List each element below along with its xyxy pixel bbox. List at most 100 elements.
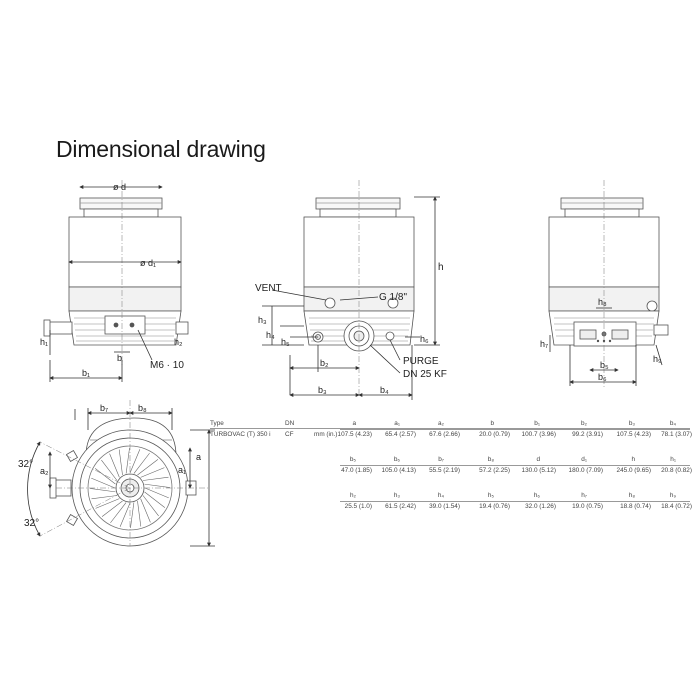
label-a: a xyxy=(196,452,201,462)
table-value: 55.5 (2.19) xyxy=(429,467,460,474)
label-h9: h₉ xyxy=(653,354,662,364)
label-vent: VENT xyxy=(255,283,282,294)
label-b7: b₇ xyxy=(100,403,108,413)
table-value: 67.6 (2.66) xyxy=(429,431,460,438)
label-h5: h₅ xyxy=(281,337,290,347)
label-g18: G 1/8" xyxy=(379,292,407,303)
rotor-blade xyxy=(144,487,169,499)
rear-view-right xyxy=(548,180,669,388)
label-b: b xyxy=(117,353,122,363)
table-symbol: d₁ xyxy=(581,456,587,463)
rotor-blade xyxy=(144,483,171,488)
table-value: 19.4 (0.76) xyxy=(479,503,510,510)
label-b8: b₈ xyxy=(138,403,147,413)
label-b4: b₄ xyxy=(380,385,389,395)
table-symbol: b₂ xyxy=(580,420,587,427)
table-value: 65.4 (2.57) xyxy=(385,431,416,438)
label-dn25: DN 25 KF xyxy=(403,369,447,380)
table-value: 25.5 (1.0) xyxy=(344,503,372,510)
table-symbol: b₈ xyxy=(487,456,494,463)
table-value: 130.0 (5.12) xyxy=(521,467,556,474)
table-value: 61.5 (2.42) xyxy=(385,503,416,510)
label-b1: b₁ xyxy=(82,368,90,378)
table-symbol: h₃ xyxy=(393,492,400,499)
table-symbol: b₆ xyxy=(393,456,400,463)
table-value: 20.0 (0.79) xyxy=(479,431,510,438)
label-32b: 32° xyxy=(24,518,39,529)
table-symbol: h₇ xyxy=(581,492,587,499)
table-value: 180.0 (7.09) xyxy=(568,467,603,474)
label-h3: h₃ xyxy=(258,315,267,325)
table-model-unit: mm (in.) xyxy=(314,431,338,438)
table-symbol: a₂ xyxy=(437,420,444,427)
table-symbol: b₁ xyxy=(534,420,540,427)
table-symbol-row: a a₁ a₂ b b₁ b₂ b₃ b₄ xyxy=(210,420,690,430)
page-title: Dimensional drawing xyxy=(56,136,266,162)
label-b2: b₂ xyxy=(320,358,329,368)
table-value: 18.4 (0.72) xyxy=(661,503,692,510)
rotor-blade xyxy=(91,495,118,500)
table-symbol: b₇ xyxy=(438,456,444,463)
rotor-blade xyxy=(109,453,120,478)
table-value: 107.5 (4.23) xyxy=(337,431,372,438)
rotor-blade xyxy=(101,500,123,517)
table-symbol: h₅ xyxy=(487,492,494,499)
table-symbol: b₄ xyxy=(669,420,676,427)
label-b6: b₆ xyxy=(598,372,607,382)
table-symbol: h₄ xyxy=(437,492,444,499)
table-symbol: a₁ xyxy=(394,420,400,427)
rotor-blade xyxy=(142,476,169,481)
rotor-blade xyxy=(101,459,118,481)
rotor-blade xyxy=(119,502,131,527)
table-symbol: h₈ xyxy=(628,492,635,499)
label-purge: PURGE xyxy=(403,356,439,367)
table-symbol: h₉ xyxy=(669,492,676,499)
table-symbol: b₃ xyxy=(628,420,635,427)
table-row-model: TURBOVAC (T) 350 i CF mm (in.) xyxy=(210,431,690,441)
label-h8: h₈ xyxy=(598,297,607,307)
label-h4: h₄ xyxy=(266,330,275,340)
table-symbol: h xyxy=(631,456,635,463)
rotor-blade xyxy=(125,447,130,474)
rotor-blade xyxy=(137,500,142,527)
top-view xyxy=(27,400,215,547)
table-symbol: a xyxy=(352,420,356,427)
rotor-blade xyxy=(94,468,116,485)
table-value: 245.0 (9.65) xyxy=(616,467,651,474)
rotor-blade xyxy=(110,502,127,524)
rotor-blade xyxy=(133,452,150,474)
rotor-blade xyxy=(140,467,165,478)
table-model-dn: CF xyxy=(285,431,294,438)
table-value-row: 107.5 (4.23) 65.4 (2.57) 67.6 (2.66) 20.0 (… xyxy=(210,431,692,441)
table-model-type: TURBOVAC (T) 350 i xyxy=(210,431,271,438)
label-h1: h₁ xyxy=(40,337,48,347)
label-m6: M6 · 10 xyxy=(150,360,184,371)
table-symbol: b xyxy=(490,420,494,427)
label-od: ø d xyxy=(113,182,126,192)
table-head-dn: DN xyxy=(285,420,295,427)
table-symbol: h₁ xyxy=(670,456,676,463)
table-value: 57.2 (2.25) xyxy=(479,467,510,474)
label-b3: b₃ xyxy=(318,385,327,395)
rotor-blade xyxy=(91,477,116,489)
table-value: 18.8 (0.74) xyxy=(620,503,651,510)
label-h2: h₂ xyxy=(174,337,183,347)
table-value: 107.5 (4.23) xyxy=(616,431,651,438)
rotor-blade xyxy=(140,498,151,523)
table-head: Type DN xyxy=(210,420,690,429)
table-symbol: d xyxy=(536,456,540,463)
table-value: 105.0 (4.13) xyxy=(381,467,416,474)
rotor-blade xyxy=(137,459,159,476)
front-view-center xyxy=(262,180,440,400)
label-od1: ø d₁ xyxy=(140,258,156,268)
rotor-blade xyxy=(89,488,116,493)
table-value: 99.2 (3.91) xyxy=(572,431,603,438)
label-a1: a₁ xyxy=(178,465,186,475)
rotor-blade xyxy=(142,495,159,517)
rotor-blade xyxy=(95,498,120,509)
table-value: 39.0 (1.54) xyxy=(429,503,460,510)
label-32a: 32° xyxy=(18,459,33,470)
rotor-blade xyxy=(118,449,123,476)
